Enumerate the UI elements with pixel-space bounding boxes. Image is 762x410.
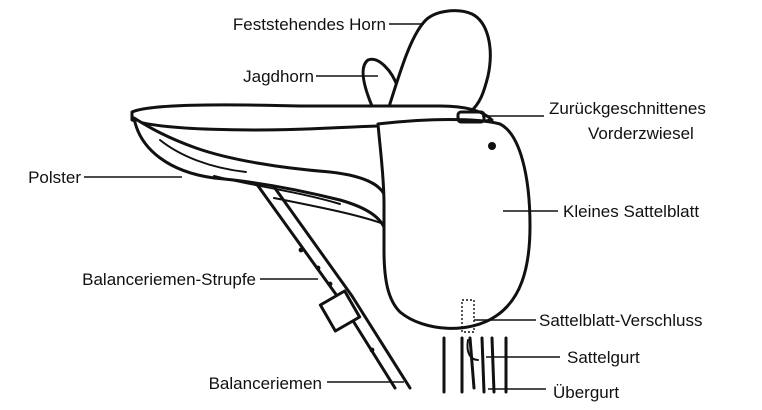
padding-drawing (134, 118, 386, 232)
label-overgirth: Übergurt (553, 383, 619, 402)
label-cutback-pommel-line2: Vorderzwiesel (588, 124, 694, 143)
label-girth: Sattelgurt (567, 348, 640, 367)
fixed-horn-drawing (388, 11, 490, 112)
saddle-illustration (132, 11, 530, 392)
label-cutback-pommel-line1: Zurückgeschnittenes (549, 99, 706, 118)
label-fixed-horn: Feststehendes Horn (233, 15, 386, 34)
label-hunting-horn: Jagdhorn (243, 67, 314, 86)
girth-drawing (444, 338, 506, 392)
label-flap-closure: Sattelblatt-Verschluss (539, 311, 702, 330)
label-balance-strap-strupfe: Balanceriemen-Strupfe (82, 270, 256, 289)
label-small-flap: Kleines Sattelblatt (563, 202, 699, 221)
small-flap-drawing (378, 120, 530, 329)
label-padding: Polster (28, 168, 81, 187)
label-balance-strap: Balanceriemen (209, 374, 322, 393)
